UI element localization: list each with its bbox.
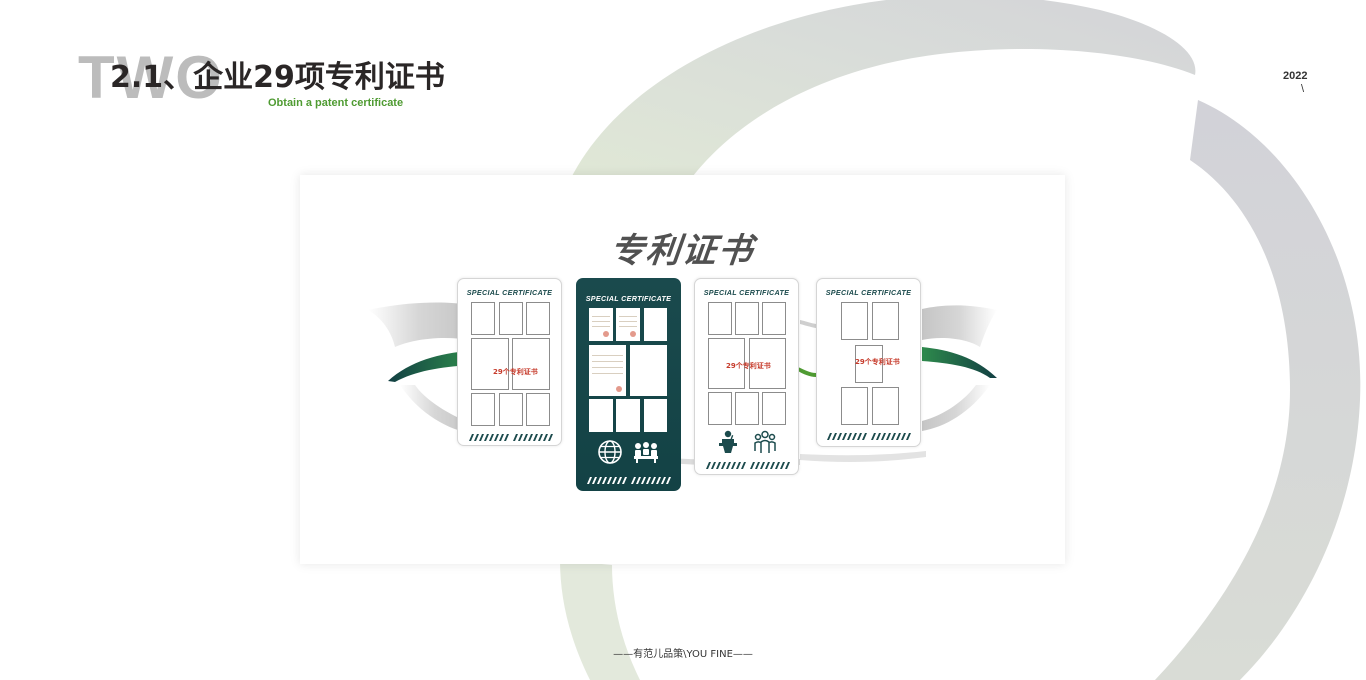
certificate-frame — [499, 393, 523, 426]
stripe-decoration — [827, 433, 911, 440]
certificate-frame — [644, 308, 667, 341]
certificate-frame — [735, 392, 759, 425]
panel-title: 专利证书 — [608, 231, 757, 271]
certificate-count-text: 29个专利证书 — [855, 358, 900, 366]
certificate-frame — [735, 302, 759, 335]
stripe-decoration — [469, 434, 553, 441]
certificate-board-2: SPECIAL CERTIFICATE — [576, 278, 681, 491]
certificate-frame — [708, 338, 745, 389]
speaker-icon — [717, 430, 739, 459]
certificate-frame — [589, 308, 613, 341]
design-panel: 专利证书 SPECIAL CERTIFICATE 29个专利证书 SPECIAL… — [300, 175, 1065, 564]
certificate-frame — [616, 399, 640, 432]
certificate-frame — [708, 392, 732, 425]
certificate-frame — [855, 345, 883, 383]
certificate-board-1: SPECIAL CERTIFICATE 29个专利证书 — [457, 278, 562, 446]
certificate-frame — [616, 308, 640, 341]
certificate-frame — [471, 302, 495, 335]
meeting-icon — [632, 441, 660, 468]
certificate-board-3: SPECIAL CERTIFICATE 29个专利证书 — [694, 278, 799, 475]
certificate-frame — [872, 387, 899, 425]
certificate-frame — [471, 393, 495, 426]
certificate-frame — [589, 345, 626, 396]
board-label: SPECIAL CERTIFICATE — [703, 288, 790, 297]
certificate-frame — [644, 399, 667, 432]
certificate-frame — [749, 338, 786, 389]
certificate-frame — [841, 302, 868, 340]
header-watermark: TWO — [78, 44, 224, 111]
certificate-frame — [499, 302, 523, 335]
certificate-frame — [526, 393, 550, 426]
board-label: SPECIAL CERTIFICATE — [466, 288, 553, 297]
board-label: SPECIAL CERTIFICATE — [585, 294, 672, 303]
certificate-frame — [762, 392, 786, 425]
certificate-frame — [526, 302, 550, 335]
stripe-decoration — [587, 477, 671, 484]
certificate-frame — [630, 345, 667, 396]
page-title: 2.1、企业29项专利证书 — [110, 60, 445, 95]
board-label: SPECIAL CERTIFICATE — [825, 288, 912, 297]
certificate-board-4: SPECIAL CERTIFICATE 29个专利证书 — [816, 278, 921, 447]
year-slash: \ — [1301, 83, 1305, 95]
certificate-frame — [589, 399, 613, 432]
certificate-frame — [872, 302, 899, 340]
certificate-frame — [762, 302, 786, 335]
certificate-count-text: 29个专利证书 — [726, 362, 771, 370]
footer-brand: ——有范儿品策\YOU FINE—— — [613, 649, 753, 660]
page-subtitle: Obtain a patent certificate — [268, 97, 404, 109]
year-label: 2022 — [1283, 70, 1308, 82]
certificate-frame — [471, 338, 509, 390]
stripe-decoration — [706, 462, 790, 469]
team-icon — [753, 430, 777, 459]
certificate-frame — [708, 302, 732, 335]
globe-icon — [598, 440, 622, 469]
certificate-frame — [512, 338, 550, 390]
certificate-frame — [841, 387, 868, 425]
certificate-count-text: 29个专利证书 — [493, 368, 538, 376]
